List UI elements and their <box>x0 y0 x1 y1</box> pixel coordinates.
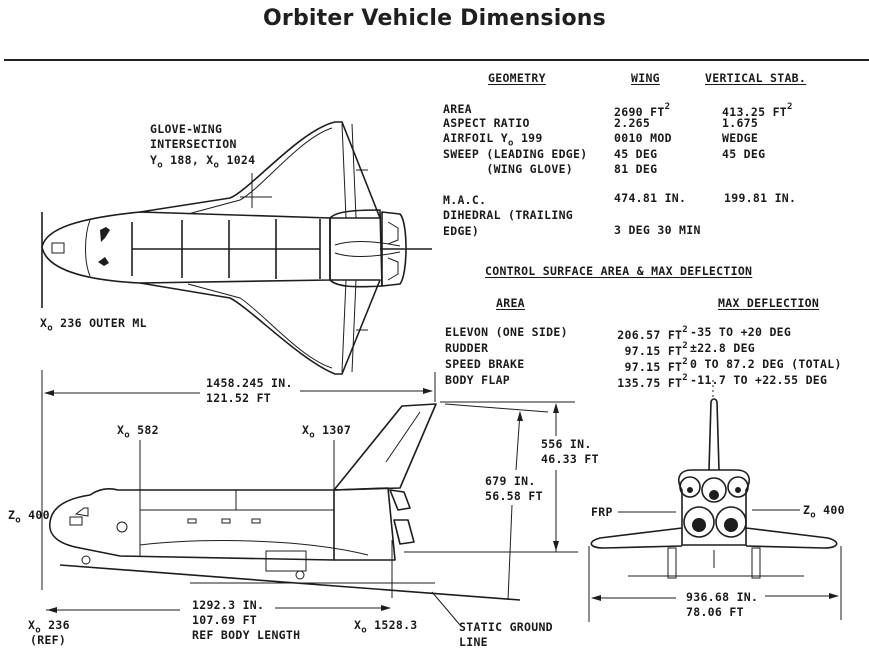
top-view-upper-wing <box>139 121 381 219</box>
side-view-fuselage <box>49 488 335 561</box>
max-deflection-header: MAX DEFLECTION <box>718 296 820 310</box>
control-row-area: 135.75 FT2 <box>617 373 688 390</box>
wing-header: WING <box>631 71 660 85</box>
side-view-vertical-tail <box>333 403 437 491</box>
ref-body-length-label: REF BODY LENGTH <box>192 628 301 642</box>
geometry-row-wing: 45 DEG <box>614 147 658 161</box>
top-view-engines <box>381 211 407 287</box>
geometry-row-label: (WING GLOVE) <box>443 162 574 176</box>
main-gear-door <box>265 550 307 572</box>
control-row-label: SPEED BRAKE <box>445 357 525 371</box>
title-divider <box>4 59 869 61</box>
glove-wing-label-1: GLOVE-WING <box>150 122 223 136</box>
rcs-ports <box>98 227 110 266</box>
ref-body-length-in: 1292.3 IN. <box>192 598 265 612</box>
geometry-row-stab: 199.81 IN. <box>724 191 797 205</box>
zo-400-rear-label: Zo 400 <box>803 503 845 521</box>
geometry-row-stab: 45 DEG <box>722 147 766 161</box>
geometry-row-wing: 2.265 <box>614 116 651 130</box>
main-gear <box>295 570 305 580</box>
span-ft: 78.06 FT <box>686 605 744 619</box>
rear-view-drawing <box>588 380 842 622</box>
control-row-label: RUDDER <box>445 341 489 355</box>
geometry-row-label: AIRFOIL Yo 199 <box>443 131 543 149</box>
total-height-ft: 56.58 FT <box>485 489 543 503</box>
control-surface-title: CONTROL SURFACE AREA & MAX DEFLECTION <box>485 264 753 278</box>
geometry-row-wing: 2690 FT2 <box>614 102 671 119</box>
tail-height-in: 556 IN. <box>541 437 592 451</box>
top-view-lower-wing <box>139 279 381 375</box>
span-in: 936.68 IN. <box>686 590 759 604</box>
control-row-area: 206.57 FT2 <box>617 325 688 342</box>
geometry-row-label: AREA <box>443 102 472 116</box>
zo-400-side-label: Zo 400 <box>8 508 50 526</box>
xo-236-outer-ml-label: Xo 236 OUTER ML <box>40 316 147 334</box>
control-row-area: 97.15 FT2 <box>624 341 688 358</box>
control-row-deflection: -35 TO +20 DEG <box>690 325 792 339</box>
xo-236-ref-label: Xo 236 <box>28 618 70 636</box>
side-view-drawing <box>41 370 578 626</box>
geometry-row-wing: 81 DEG <box>614 162 658 176</box>
glove-wing-coords: Yo 188, Xo 1024 <box>150 153 256 171</box>
rear-view-tail <box>708 398 720 471</box>
control-row-deflection: ±22.8 DEG <box>690 341 756 355</box>
overall-length-ft: 121.52 FT <box>206 391 272 405</box>
overall-length-in: 1458.245 IN. <box>206 376 293 390</box>
rear-view-left-wing <box>590 527 683 549</box>
elevon-upper-hinge <box>187 127 333 215</box>
control-row-label: BODY FLAP <box>445 373 511 387</box>
control-row-deflection: -11.7 TO +22.55 DEG <box>690 373 828 387</box>
rear-view-right-wing <box>745 527 838 549</box>
page-title: Orbiter Vehicle Dimensions <box>263 6 606 31</box>
side-windows <box>74 507 89 517</box>
vertical-stab-header: VERTICAL STAB. <box>705 71 807 85</box>
geometry-row-wing: 474.81 IN. <box>614 191 687 205</box>
side-wing-edge <box>139 540 369 556</box>
static-ground-line-label-2: LINE <box>459 635 488 649</box>
xo-1307-label: Xo 1307 <box>302 423 352 441</box>
geometry-row-stab: WEDGE <box>722 131 759 145</box>
cockpit-bulkhead <box>85 219 91 277</box>
glove-wing-label-2: INTERSECTION <box>150 137 237 151</box>
frp-label: FRP <box>591 505 613 519</box>
nose-gear <box>81 555 91 565</box>
geometry-row-stab: 413.25 FT2 <box>722 102 793 119</box>
xo-582-label: Xo 582 <box>117 423 159 441</box>
geometry-row-wing: 0010 MOD <box>614 131 672 145</box>
hatch <box>116 521 128 533</box>
static-ground-line-label-1: STATIC GROUND <box>459 620 553 634</box>
geometry-row-stab: 1.675 <box>722 116 759 130</box>
control-row-deflection: 0 TO 87.2 DEG (TOTAL) <box>690 357 842 371</box>
geometry-row-label: SWEEP (LEADING EDGE) <box>443 147 588 161</box>
total-height-dim-top <box>515 411 521 471</box>
geometry-row-label: DIHEDRAL (TRAILING <box>443 208 574 222</box>
ground-line-leader <box>431 591 461 626</box>
ref-body-length-ft: 107.69 FT <box>192 613 258 627</box>
side-view-aft <box>333 487 396 561</box>
geometry-row-label: M.A.C. <box>443 193 487 207</box>
xo-1528-label: Xo 1528.3 <box>354 618 418 636</box>
area-header: AREA <box>496 296 525 310</box>
side-view-engines <box>389 489 415 545</box>
xo-236-ref-note: (REF) <box>30 633 67 647</box>
top-view-drawing <box>41 121 432 375</box>
geometry-row-label: ASPECT RATIO <box>443 116 530 130</box>
nose-window <box>51 242 65 254</box>
rear-view-aft-body <box>678 469 750 546</box>
control-row-label: ELEVON (ONE SIDE) <box>445 325 568 339</box>
total-height-in: 679 IN. <box>485 474 536 488</box>
geometry-header: GEOMETRY <box>488 71 546 85</box>
control-row-area: 97.15 FT2 <box>624 357 688 374</box>
geometry-row-wing: 3 DEG 30 MIN <box>614 223 701 237</box>
total-height-dim-bottom <box>507 504 513 601</box>
geometry-row-label: EDGE) <box>443 224 480 238</box>
top-view-aft-fuselage <box>329 209 383 288</box>
tail-height-ft: 46.33 FT <box>541 452 599 466</box>
